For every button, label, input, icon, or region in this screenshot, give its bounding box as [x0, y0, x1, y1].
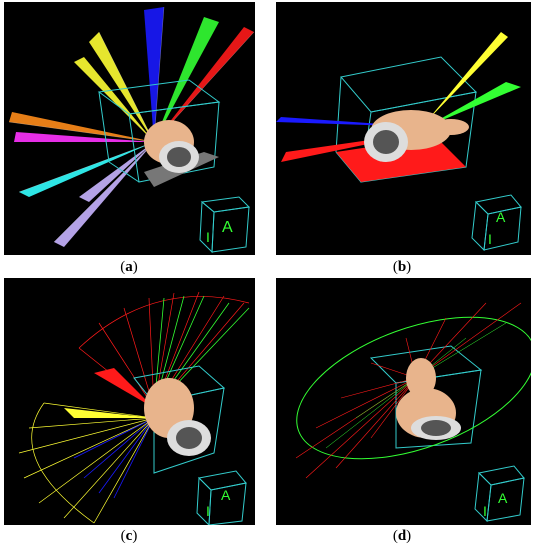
fan-ellipse [295, 302, 531, 479]
beam-lavender [54, 142, 154, 247]
fan-blue [73, 417, 155, 499]
beam-green [154, 17, 219, 142]
cube-letter-a: A [222, 219, 233, 236]
beam-cyan [19, 142, 154, 197]
beam-red [94, 368, 154, 408]
beam-yellow-2 [74, 57, 154, 142]
beam-lavender-2 [79, 142, 154, 202]
cube-letter-a: A [498, 490, 508, 506]
cube-letter-a: A [221, 487, 231, 503]
beam-render-b: A I [276, 32, 522, 252]
beam-green [426, 82, 521, 127]
beam-orange [9, 112, 154, 142]
cube-letter-i: I [488, 231, 492, 247]
beam-blue [144, 7, 164, 142]
cube-letter-i: I [206, 229, 210, 245]
caption-b: (b) [392, 259, 412, 275]
beam-render-c: A I [18, 291, 250, 525]
caption-a: (a) [120, 259, 138, 275]
body-model [396, 358, 461, 440]
body-model [144, 120, 219, 187]
panel-a: A I [4, 2, 255, 255]
volume-box [369, 345, 483, 449]
beam-render-d: A I [295, 302, 531, 523]
beam-yellow [64, 408, 154, 418]
caption-c: (c) [120, 528, 138, 544]
orientation-cube [199, 196, 251, 254]
beam-red [154, 27, 254, 142]
beam-yellow [89, 32, 154, 142]
beam-render-a: A I [8, 6, 255, 254]
cube-letter-i: I [483, 503, 487, 519]
orientation-cube [474, 465, 525, 523]
body-model [144, 378, 211, 456]
cube-letter-i: I [206, 503, 210, 519]
fan-yellow [18, 402, 155, 524]
orientation-cube [471, 194, 522, 252]
panel-c: A I [4, 278, 255, 525]
volume-box [97, 79, 221, 183]
panel-b: A I [276, 2, 531, 255]
beam-yellow [426, 32, 508, 122]
caption-d: (d) [392, 528, 412, 544]
beam-magenta [14, 132, 154, 142]
cube-letter-a: A [496, 209, 506, 225]
panel-d: A I [276, 278, 531, 525]
orientation-cube [196, 470, 247, 525]
body-model [364, 110, 469, 162]
